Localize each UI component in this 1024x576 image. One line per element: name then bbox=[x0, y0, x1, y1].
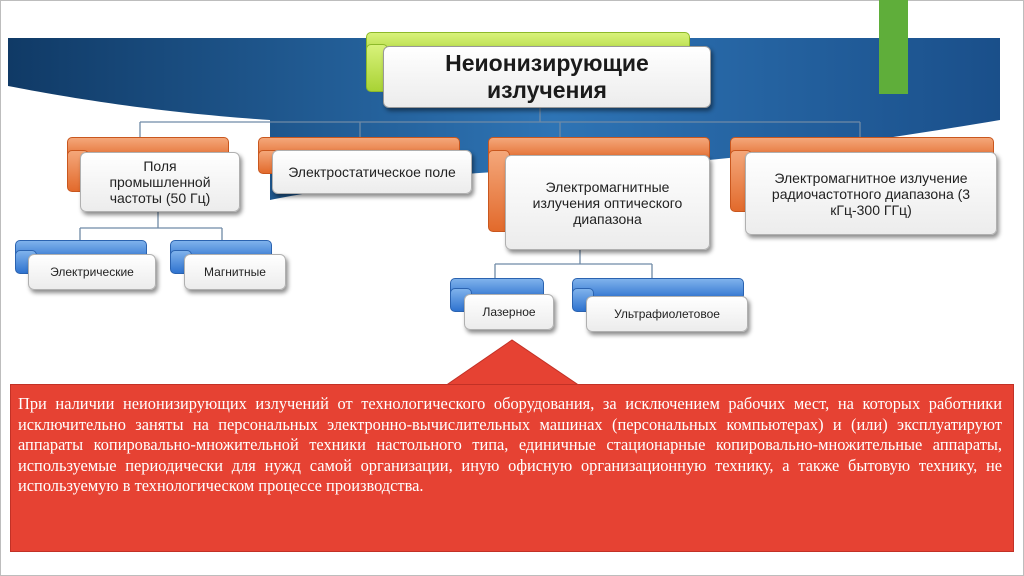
optical-radiation-node: Электромагнитные излучения оптического д… bbox=[505, 155, 710, 250]
ultraviolet-node: Ультрафиолетовое bbox=[586, 296, 748, 332]
laser-node: Лазерное bbox=[464, 294, 554, 330]
root-node-label: Неионизирующие излучения bbox=[445, 50, 649, 103]
magnetic-node: Магнитные bbox=[184, 254, 286, 290]
optical-radiation-label: Электромагнитные излучения оптического д… bbox=[532, 178, 683, 227]
electrostatic-label: Электростатическое поле bbox=[288, 164, 456, 180]
accent-bar bbox=[879, 0, 908, 94]
radio-frequency-node: Электромагнитное излучение радиочастотно… bbox=[745, 152, 997, 235]
radio-frequency-label: Электромагнитное излучение радиочастотно… bbox=[771, 169, 971, 218]
note-callout-box bbox=[10, 384, 1014, 552]
electric-label: Электрические bbox=[50, 265, 134, 279]
magnetic-label: Магнитные bbox=[204, 265, 266, 279]
electrostatic-node: Электростатическое поле bbox=[272, 150, 472, 194]
ultraviolet-label: Ультрафиолетовое bbox=[614, 307, 720, 321]
industrial-frequency-node: Поля промышленной частоты (50 Гц) bbox=[80, 152, 240, 212]
laser-label: Лазерное bbox=[482, 305, 536, 319]
industrial-frequency-label: Поля промышленной частоты (50 Гц) bbox=[109, 158, 211, 206]
root-node-box: Неионизирующие излучения bbox=[383, 46, 711, 108]
electric-node: Электрические bbox=[28, 254, 156, 290]
note-callout-text: При наличии неионизирующих излучений от … bbox=[18, 394, 1002, 495]
